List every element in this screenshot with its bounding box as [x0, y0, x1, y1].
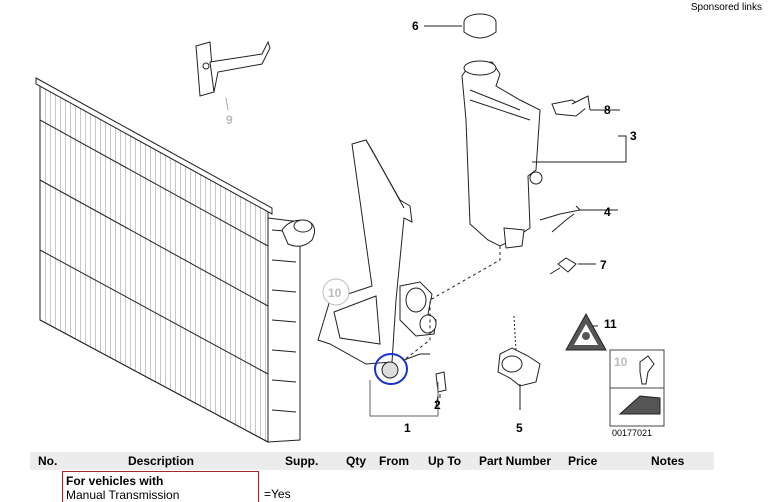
- sensor-8: [551, 95, 591, 117]
- col-supp: Supp.: [285, 454, 319, 468]
- col-upto: Up To: [428, 454, 462, 468]
- callout-5[interactable]: 5: [516, 421, 523, 435]
- callout-2[interactable]: 2: [434, 398, 441, 412]
- parts-diagram: 6 8 3 4 7 11 9 10 10 2 1 5 00177021: [35, 13, 665, 443]
- col-qty: Qty: [346, 454, 367, 468]
- callout-6[interactable]: 6: [412, 19, 419, 33]
- callout-10[interactable]: 10: [328, 286, 342, 300]
- screw-7: [549, 257, 577, 275]
- col-no: No.: [38, 454, 58, 468]
- callout-9[interactable]: 9: [226, 113, 233, 127]
- callout-4[interactable]: 4: [604, 205, 611, 219]
- supp-value: =Yes: [264, 487, 291, 501]
- col-part-number: Part Number: [479, 454, 552, 468]
- expansion-tank: [461, 13, 543, 249]
- leader-lines: [369, 25, 627, 417]
- figure-code: 00177021: [612, 428, 652, 438]
- parts-table-header: No. Description Supp. Qty From Up To Par…: [30, 452, 714, 470]
- bracket-1: [317, 139, 437, 379]
- note-line-1: For vehicles with: [66, 474, 164, 488]
- sponsored-links[interactable]: Sponsored links: [690, 2, 762, 13]
- callout-7[interactable]: 7: [600, 258, 607, 272]
- highlight-circle: [374, 353, 408, 385]
- note-line-2: Manual Transmission: [66, 488, 180, 502]
- callout-3[interactable]: 3: [630, 129, 637, 143]
- callout-11[interactable]: 11: [604, 317, 617, 331]
- callout-10b[interactable]: 10: [614, 355, 628, 369]
- col-from: From: [379, 454, 409, 468]
- warning-triangle-icon: [565, 312, 607, 351]
- callout-8[interactable]: 8: [604, 103, 611, 117]
- callout-labels: 6 8 3 4 7 11 9 10 10 2 1 5 00177021: [226, 19, 652, 438]
- callout-1[interactable]: 1: [404, 421, 411, 435]
- col-notes: Notes: [651, 454, 685, 468]
- vehicle-note: For vehicles with Manual Transmission: [62, 471, 259, 502]
- radiator: [35, 77, 316, 443]
- col-description: Description: [128, 454, 195, 468]
- legend-box: [322, 278, 665, 427]
- hose-5: [497, 315, 541, 387]
- col-price: Price: [568, 454, 598, 468]
- bracket-9: [195, 40, 271, 111]
- clip-4: [539, 205, 582, 233]
